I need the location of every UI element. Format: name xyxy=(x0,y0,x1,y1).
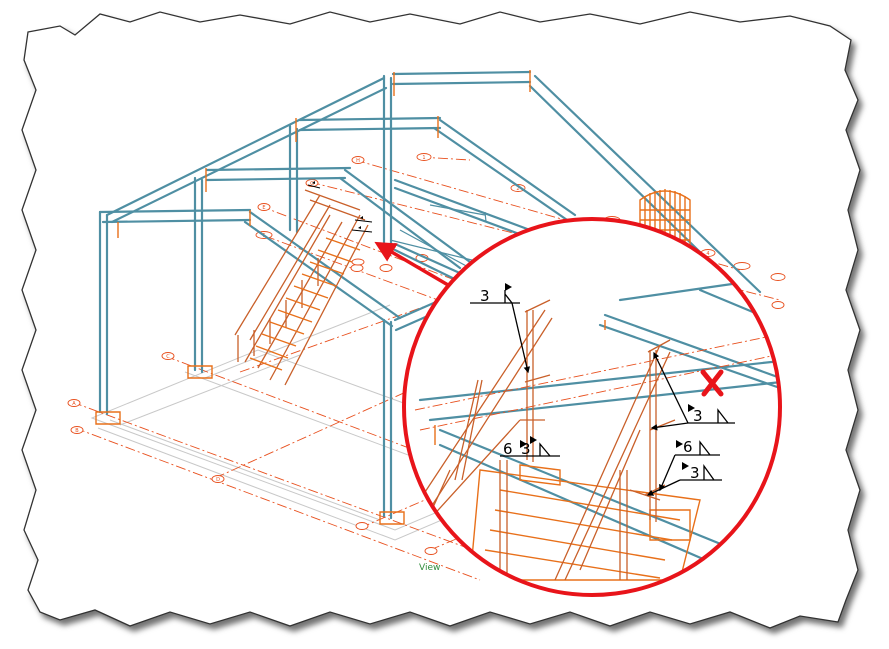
svg-text:E: E xyxy=(262,205,265,211)
weld-symbol: 3 xyxy=(650,351,735,431)
grid-bubble xyxy=(770,273,786,281)
weld-symbols-small xyxy=(307,181,373,233)
svg-text:A: A xyxy=(72,401,76,407)
grid-bubble: C xyxy=(161,352,175,360)
connection-plates xyxy=(95,70,606,525)
svg-text:2: 2 xyxy=(516,186,519,192)
grid-bubble: D xyxy=(211,475,225,483)
svg-text:B: B xyxy=(75,428,79,434)
weld-symbol: 6 xyxy=(659,438,720,492)
svg-text:4: 4 xyxy=(706,251,709,257)
grid-bubble xyxy=(351,258,365,266)
detail-callout xyxy=(402,217,782,597)
callout-arrow xyxy=(374,241,461,294)
svg-text:3: 3 xyxy=(521,440,531,458)
view-label: View xyxy=(419,563,440,573)
grid-bubble: E xyxy=(257,203,271,211)
grid-bubble xyxy=(350,264,364,272)
weld-symbol: 6 3 xyxy=(500,436,560,458)
weld-annotations: 3 3 6 3 6 3 xyxy=(470,283,735,496)
grid-bubble xyxy=(771,301,785,309)
svg-text:6: 6 xyxy=(503,440,513,458)
grid-bubble: H xyxy=(351,156,365,164)
grid-bubble xyxy=(379,264,393,272)
grid-bubble: A xyxy=(67,399,81,407)
svg-text:6: 6 xyxy=(683,438,693,456)
svg-text:C: C xyxy=(166,354,170,360)
grid-bubble xyxy=(355,522,369,530)
svg-text:G: G xyxy=(310,181,314,187)
weld-symbol: 3 xyxy=(646,462,722,496)
stair-assembly xyxy=(234,189,369,386)
svg-text:3: 3 xyxy=(480,287,490,305)
grid-bubble: B xyxy=(70,426,84,434)
grid-bubble xyxy=(424,547,438,555)
svg-text:1: 1 xyxy=(422,155,425,161)
weld-symbol: 3 xyxy=(470,283,530,374)
svg-text:H: H xyxy=(356,158,360,164)
svg-text:D: D xyxy=(216,477,220,483)
grid-bubble: 1 xyxy=(416,153,432,161)
error-x-icon xyxy=(700,369,724,397)
svg-text:3: 3 xyxy=(690,464,700,482)
svg-text:3: 3 xyxy=(693,407,703,425)
